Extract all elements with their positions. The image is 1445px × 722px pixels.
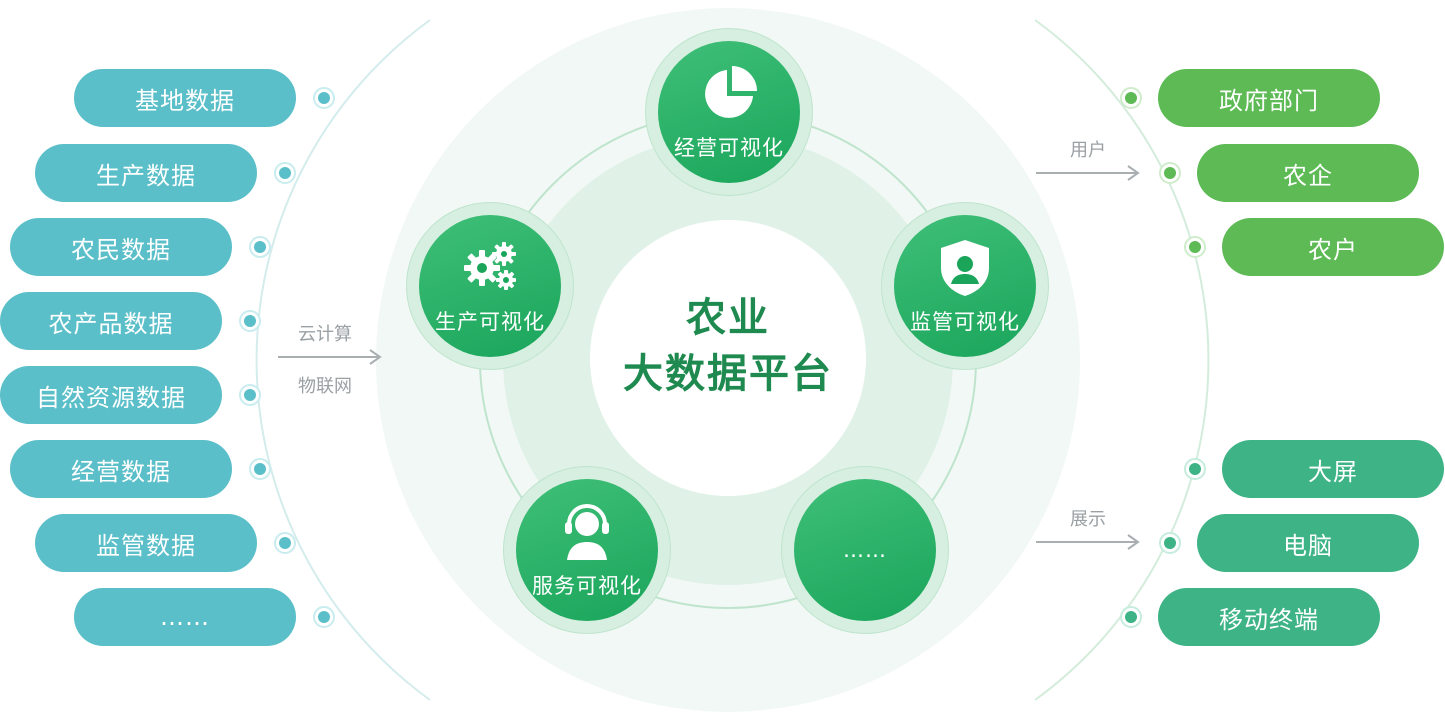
user-label: 政府部门 (1219, 86, 1319, 115)
headset-user-icon (565, 504, 609, 560)
source-label: 基地数据 (135, 86, 235, 115)
users-label: 用户 (1070, 140, 1106, 161)
left-arc (255, 19, 431, 701)
source-dot (274, 162, 296, 184)
source-pill-farmer: 农民数据 (10, 218, 232, 276)
display-dot (1120, 606, 1142, 628)
module-label: 生产可视化 (435, 310, 545, 334)
source-label: …… (160, 603, 210, 631)
module-node-business: 经营可视化 (658, 41, 800, 183)
user-pill-government: 政府部门 (1158, 69, 1380, 127)
center-disk (590, 220, 866, 496)
display-label-text: 移动终端 (1219, 605, 1319, 634)
module-label: 服务可视化 (532, 574, 642, 598)
module-label: 监管可视化 (910, 310, 1020, 334)
source-label: 自然资源数据 (36, 383, 186, 412)
source-pill-more: …… (74, 588, 296, 646)
source-label: 监管数据 (96, 531, 196, 560)
display-label-text: 电脑 (1283, 531, 1333, 560)
source-pill-production: 生产数据 (35, 144, 257, 202)
user-dot (1159, 162, 1181, 184)
display-label-text: 大屏 (1308, 457, 1358, 486)
source-dot (249, 458, 271, 480)
center-title: 农业 大数据平台 (590, 290, 866, 402)
source-label: 生产数据 (96, 161, 196, 190)
user-label: 农企 (1283, 161, 1333, 190)
display-label: 展示 (1070, 509, 1106, 530)
source-pill-base: 基地数据 (74, 69, 296, 127)
source-label: 农民数据 (71, 235, 171, 264)
shield-user-icon (941, 240, 989, 296)
cloud-computing-label: 云计算 (298, 324, 352, 345)
source-dot (249, 236, 271, 258)
module-node-production: 生产可视化 (419, 215, 561, 357)
source-pill-business: 经营数据 (10, 440, 232, 498)
source-dot (313, 606, 335, 628)
center-title-line1: 农业 (686, 295, 770, 341)
source-dot (239, 310, 261, 332)
left-connector-arrow-head (369, 349, 382, 365)
module-label: 经营可视化 (674, 136, 784, 160)
source-dot (313, 87, 335, 109)
users-connector-arrow-head (1127, 165, 1140, 181)
gears-icon (464, 242, 516, 290)
pie-chart-icon (705, 66, 757, 118)
user-dot (1184, 236, 1206, 258)
source-label: 农产品数据 (48, 309, 174, 338)
source-dot (274, 532, 296, 554)
display-connector-arrow-head (1127, 534, 1140, 550)
display-dot (1159, 532, 1181, 554)
display-pill-computer: 电脑 (1197, 514, 1419, 572)
module-node-service: 服务可视化 (516, 479, 658, 621)
source-pill-natural: 自然资源数据 (0, 366, 222, 424)
source-dot (239, 384, 261, 406)
module-node-more: …… (794, 479, 936, 621)
user-pill-agri-enterprise: 农企 (1197, 144, 1419, 202)
display-dot (1184, 458, 1206, 480)
source-pill-supervision: 监管数据 (35, 514, 257, 572)
user-label: 农户 (1308, 235, 1358, 264)
iot-label: 物联网 (298, 376, 352, 397)
display-pill-mobile: 移动终端 (1158, 588, 1380, 646)
user-pill-farm-household: 农户 (1222, 218, 1444, 276)
module-label: …… (843, 538, 887, 562)
user-dot (1120, 87, 1142, 109)
display-pill-big-screen: 大屏 (1222, 440, 1444, 498)
center-title-line2: 大数据平台 (623, 351, 833, 397)
module-node-supervision: 监管可视化 (894, 215, 1036, 357)
source-pill-product: 农产品数据 (0, 292, 222, 350)
source-label: 经营数据 (71, 457, 171, 486)
